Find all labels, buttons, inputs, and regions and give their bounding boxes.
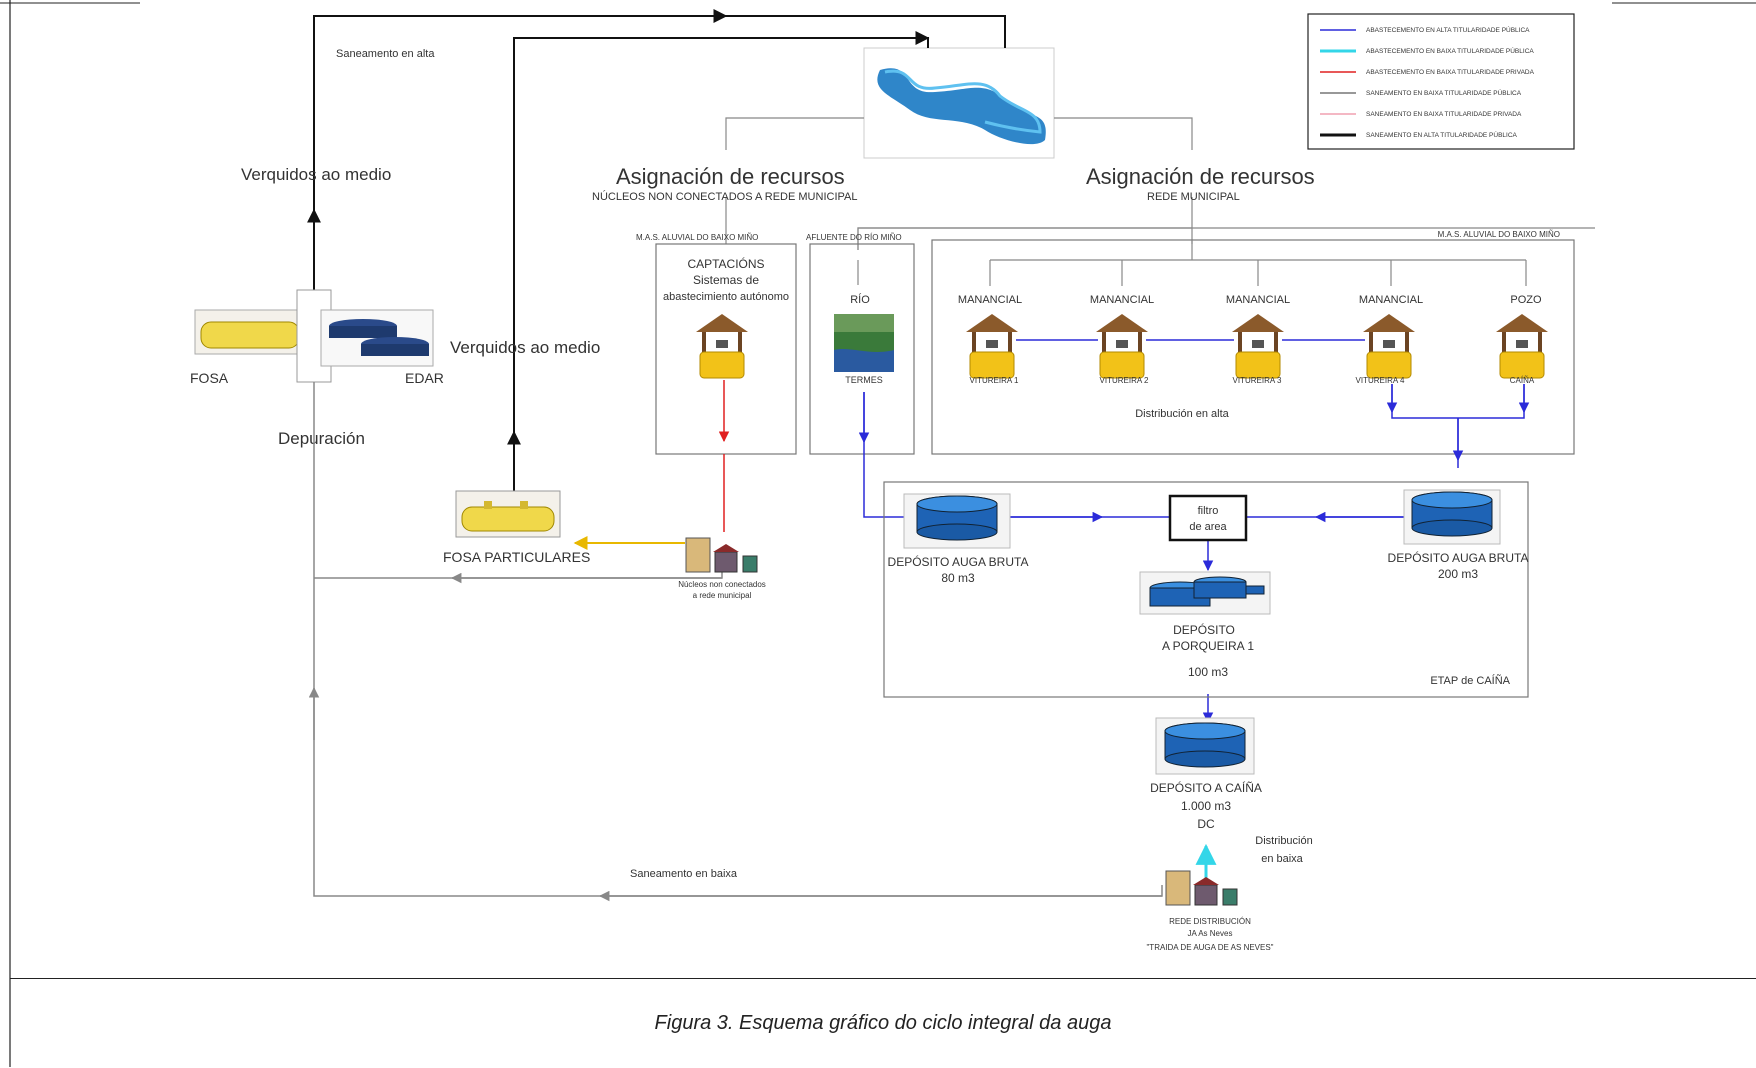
legend-item: ABASTECEMENTO EN ALTA TITULARIDADE PÚBLI… xyxy=(1320,25,1530,34)
depuracion-label: Depuración xyxy=(278,429,365,448)
deposito-bruta-right-image xyxy=(1403,489,1501,545)
edar-label: EDAR xyxy=(405,370,444,386)
saneamento-alta-label: Saneamento en alta xyxy=(336,48,435,60)
saneamento-baixa-lines xyxy=(308,382,1163,902)
saneamento-alta-lines xyxy=(307,9,1006,493)
fosa-edar-image xyxy=(194,289,434,383)
deposito-bruta-left-image xyxy=(903,493,1011,549)
captacions-label-2: Sistemas de xyxy=(693,273,759,287)
manancial-label-1: MANANCIAL xyxy=(958,294,1022,306)
well-icon-vitureira-4 xyxy=(1362,313,1416,379)
rede-houses-icon xyxy=(1165,870,1238,906)
deposito-bruta-left-label-1: DEPÓSITO AUGA BRUTA xyxy=(888,554,1029,569)
rede-label-1: REDE DISTRIBUCIÓN xyxy=(1169,917,1251,926)
manancial-connectors xyxy=(989,240,1527,286)
nucleos-houses-icon xyxy=(685,537,758,573)
fosa-label: FOSA xyxy=(190,370,229,386)
etap-box xyxy=(883,481,1529,698)
vitureira-1-label: VITUREIRA 1 xyxy=(970,376,1019,385)
deposito-porqueira-label-1: DEPÓSITO xyxy=(1173,622,1235,637)
mas-left-label: M.A.S. ALUVIAL DO BAIXO MIÑO xyxy=(636,233,758,242)
filtro-de-area-box xyxy=(1168,494,1248,542)
afluente-label: AFLUENTE DO RÍO MIÑO xyxy=(806,233,902,242)
deposito-caina-label-1: DEPÓSITO A CAÍÑA xyxy=(1150,780,1262,795)
afluente-box xyxy=(809,243,915,455)
captacions-label-3: abastecimiento autónomo xyxy=(663,291,789,303)
manancial-box xyxy=(931,239,1575,455)
manancial-label-2: MANANCIAL xyxy=(1090,294,1154,306)
deposito-bruta-right-label-1: DEPÓSITO AUGA BRUTA xyxy=(1388,550,1529,565)
legend-label: SANEAMENTO EN BAIXA TITULARIDADE PRIVADA xyxy=(1366,111,1522,118)
legend-item: ABASTECEMENTO EN BAIXA TITULARIDADE PÚBL… xyxy=(1320,46,1534,55)
deposito-porqueira-label-2: A PORQUEIRA 1 xyxy=(1162,639,1254,653)
distribucion-baixa-label-2: en baixa xyxy=(1261,853,1303,865)
legend-label: SANEAMENTO EN BAIXA TITULARIDADE PÚBLICA xyxy=(1366,88,1522,97)
river-image xyxy=(863,47,1055,159)
well-icon-vitureira-1 xyxy=(965,313,1019,379)
well-icon-vitureira-3 xyxy=(1231,313,1285,379)
etap-label: ETAP de CAÍÑA xyxy=(1430,674,1510,687)
captacions-box xyxy=(655,243,797,455)
figure-caption: Figura 3. Esquema gráfico do ciclo integ… xyxy=(654,1012,1112,1034)
filtro-label-1: filtro xyxy=(1198,505,1219,517)
deposito-caina-label-3: DC xyxy=(1197,817,1215,831)
rede-label-2: JA As Neves xyxy=(1188,929,1233,938)
verquidos-label-2: Verquidos ao medio xyxy=(450,338,600,357)
deposito-caina-image xyxy=(1155,717,1255,775)
legend-item: SANEAMENTO EN ALTA TITULARIDADE PÚBLICA xyxy=(1320,130,1518,139)
vitureira-2-label: VITUREIRA 2 xyxy=(1100,376,1149,385)
pozo-label: POZO xyxy=(1510,294,1542,306)
fosa-particulares-image xyxy=(455,490,561,538)
nucleos-label-2: a rede municipal xyxy=(693,591,752,600)
vitureira-3-label: VITUREIRA 3 xyxy=(1233,376,1282,385)
asignacion-left-subtitle: NÚCLEOS NON CONECTADOS A REDE MUNICIPAL xyxy=(592,190,857,203)
legend-label: ABASTECEMENTO EN ALTA TITULARIDADE PÚBLI… xyxy=(1366,25,1530,34)
manancial-label-4: MANANCIAL xyxy=(1359,294,1423,306)
caina-label: CAÍÑA xyxy=(1510,376,1535,385)
fosa-particulares-label: FOSA PARTICULARES xyxy=(443,549,590,565)
termes-label: TERMES xyxy=(845,375,883,385)
caption-row: Figura 3. Esquema gráfico do ciclo integ… xyxy=(10,978,1756,1068)
mas-right-label: M.A.S. ALUVIAL DO BAIXO MIÑO xyxy=(1438,230,1560,239)
legend-label: ABASTECEMENTO EN BAIXA TITULARIDADE PÚBL… xyxy=(1366,46,1534,55)
well-icon-caina xyxy=(1495,313,1549,379)
legend-item: SANEAMENTO EN BAIXA TITULARIDADE PÚBLICA xyxy=(1320,88,1522,97)
saneamento-baixa-label: Saneamento en baixa xyxy=(630,868,738,880)
rio-label: RÍO xyxy=(850,293,870,306)
legend-label: SANEAMENTO EN ALTA TITULARIDADE PÚBLICA xyxy=(1366,130,1518,139)
deposito-porqueira-image xyxy=(1139,571,1271,615)
deposito-porqueira-label-3: 100 m3 xyxy=(1188,665,1228,679)
asignacion-right-title: Asignación de recursos xyxy=(1086,164,1315,189)
verquidos-label-1: Verquidos ao medio xyxy=(241,165,391,184)
deposito-bruta-left-label-2: 80 m3 xyxy=(941,571,975,585)
legend-item: SANEAMENTO EN BAIXA TITULARIDADE PRIVADA xyxy=(1320,111,1522,118)
nucleos-label-1: Núcleos non conectados xyxy=(678,580,766,589)
distribucion-alta-label: Distribución en alta xyxy=(1135,408,1229,420)
deposito-caina-label-2: 1.000 m3 xyxy=(1181,799,1231,813)
abastecemento-alta-lines xyxy=(858,384,1530,724)
deposito-bruta-right-label-2: 200 m3 xyxy=(1438,567,1478,581)
well-icon-vitureira-2 xyxy=(1095,313,1149,379)
rede-label-3: "TRAIDA DE AUGA DE AS NEVES" xyxy=(1146,943,1273,952)
legend-item: ABASTECEMENTO EN BAIXA TITULARIDADE PRIV… xyxy=(1320,69,1535,76)
captacions-well-icon xyxy=(695,313,749,379)
asignacion-connectors xyxy=(725,117,1595,250)
asignacion-right-subtitle: REDE MUNICIPAL xyxy=(1147,191,1240,203)
legend-box: ABASTECEMENTO EN ALTA TITULARIDADE PÚBLI… xyxy=(1307,13,1575,150)
distribucion-baixa-label-1: Distribución xyxy=(1255,835,1312,847)
vitureira-4-label: VITUREIRA 4 xyxy=(1356,376,1405,385)
asignacion-left-title: Asignación de recursos xyxy=(616,164,845,189)
legend-label: ABASTECEMENTO EN BAIXA TITULARIDADE PRIV… xyxy=(1366,69,1535,76)
filtro-label-2: de area xyxy=(1189,521,1227,533)
rio-termes-image xyxy=(834,314,894,372)
captacions-label-1: CAPTACIÓNS xyxy=(687,256,764,271)
manancial-label-3: MANANCIAL xyxy=(1226,294,1290,306)
